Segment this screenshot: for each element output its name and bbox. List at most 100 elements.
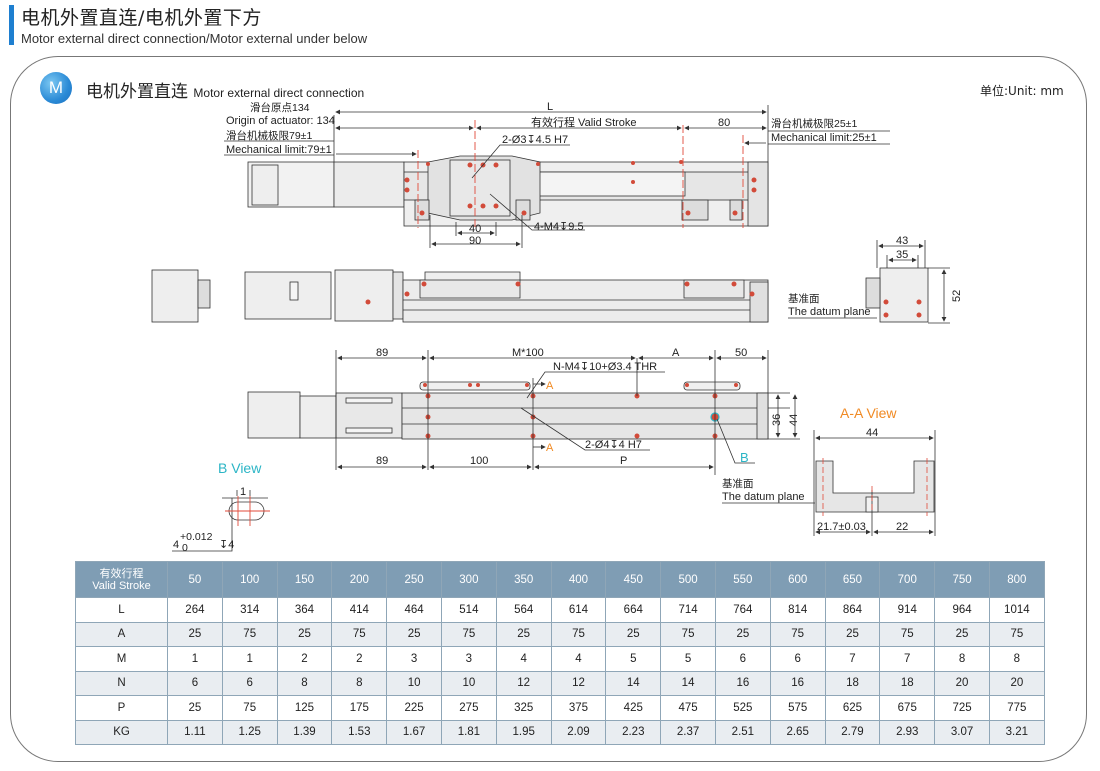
table-cell: 675 <box>879 695 936 721</box>
header-stroke: 250 <box>386 561 442 598</box>
table-cell: 225 <box>386 695 442 721</box>
table-cell: 775 <box>988 695 1045 721</box>
table-cell: 614 <box>550 597 607 623</box>
header-stroke: 750 <box>934 561 990 598</box>
valid-stroke-label: 有效行程 Valid Stroke <box>531 115 637 129</box>
table-cell: 125 <box>276 695 333 721</box>
table-cell: 2.51 <box>714 719 771 745</box>
table-cell: 864 <box>824 597 881 623</box>
b-view-title: B View <box>218 460 262 476</box>
table-cell: 25 <box>605 621 662 647</box>
aa-view-title: A-A View <box>840 405 897 421</box>
technical-drawing: 滑台原点134 Origin of actuator: 134 滑台机械极限79… <box>151 101 963 554</box>
section-a-bottom: A <box>546 442 554 454</box>
end-view-dimensions <box>788 240 950 324</box>
unit-label: 单位:Unit: mm <box>980 84 1064 98</box>
table-cell: 1 <box>221 646 278 672</box>
section-badge-icon: M <box>40 72 72 104</box>
table-cell: 25 <box>714 621 771 647</box>
header-stroke: 300 <box>440 561 497 598</box>
table-cell: 575 <box>769 695 826 721</box>
header-stroke: 50 <box>167 561 223 598</box>
header-stroke: 650 <box>824 561 881 598</box>
table-cell: 914 <box>879 597 936 623</box>
table-cell: 25 <box>386 621 442 647</box>
section-title-en: Motor external direct connection <box>193 86 365 100</box>
header-valid-stroke: 有效行程 Valid Stroke <box>75 561 168 598</box>
table-cell: 3 <box>386 646 442 672</box>
row-label: A <box>75 621 168 647</box>
table-cell: 364 <box>276 597 333 623</box>
page-title: 电机外置直连/电机外置下方 <box>21 7 262 29</box>
side-view <box>151 267 929 323</box>
table-cell: 1014 <box>988 597 1045 623</box>
table-cell: 314 <box>221 597 278 623</box>
top-view-dimensions <box>224 105 890 248</box>
table-cell: 14 <box>605 670 662 696</box>
section-a-top: A <box>546 380 554 392</box>
pin-hole-top-label: 2-Ø3↧4.5 H7 <box>502 134 568 146</box>
table-cell: 75 <box>769 621 826 647</box>
table-cell: 12 <box>495 670 552 696</box>
top-view-holes <box>404 160 757 216</box>
side-view-holes <box>365 281 922 318</box>
header-stroke: 800 <box>988 561 1045 598</box>
table-cell: 5 <box>605 646 662 672</box>
table-cell: 5 <box>660 646 716 672</box>
table-cell: 2.93 <box>879 719 936 745</box>
table-cell: 1.95 <box>495 719 552 745</box>
section-title-cn: 电机外置直连 <box>86 82 188 102</box>
bottom-view-dimensions <box>335 350 815 504</box>
table-cell: 964 <box>934 597 990 623</box>
mech-limit-right-en: Mechanical limit:25±1 <box>771 132 877 144</box>
aa-dim-44: 44 <box>866 427 878 439</box>
table-cell: 1 <box>167 646 223 672</box>
table-cell: 6 <box>714 646 771 672</box>
row-label: P <box>75 695 168 721</box>
table-cell: 2 <box>276 646 333 672</box>
b-tol-upper: +0.012 <box>180 531 213 543</box>
table-cell: 425 <box>605 695 662 721</box>
origin-label-cn: 滑台原点134 <box>250 101 310 114</box>
aa-dim-22: 22 <box>896 521 908 533</box>
table-cell: 3 <box>440 646 497 672</box>
table-cell: 1.11 <box>167 719 223 745</box>
table-cell: 1.25 <box>221 719 278 745</box>
table-cell: 175 <box>331 695 388 721</box>
table-cell: 3.07 <box>934 719 990 745</box>
table-cell: 6 <box>167 670 223 696</box>
header-stroke: 400 <box>550 561 607 598</box>
table-cell: 525 <box>714 695 771 721</box>
table-cell: 18 <box>879 670 936 696</box>
table-cell: 325 <box>495 695 552 721</box>
table-cell: 25 <box>934 621 990 647</box>
header-stroke: 500 <box>660 561 716 598</box>
table-cell: 25 <box>167 695 223 721</box>
table-cell: 14 <box>660 670 716 696</box>
table-cell: 75 <box>221 621 278 647</box>
table-cell: 8 <box>276 670 333 696</box>
mech-limit-left-cn: 滑台机械极限79±1 <box>226 129 312 142</box>
dim-35: 35 <box>896 249 908 261</box>
table-cell: 4 <box>550 646 607 672</box>
table-cell: 8 <box>934 646 990 672</box>
table-cell: 1.81 <box>440 719 497 745</box>
dim-90: 90 <box>469 235 481 247</box>
dim-A: A <box>672 347 680 359</box>
header-stroke: 450 <box>605 561 662 598</box>
n-holes-label: N-M4↧10+Ø3.4 THR <box>553 361 657 373</box>
dim-P: P <box>620 455 627 467</box>
b-view-centerlines <box>225 496 270 526</box>
dim-m100: M*100 <box>512 347 544 359</box>
table-cell: 16 <box>769 670 826 696</box>
table-cell: 75 <box>550 621 607 647</box>
table-cell: 264 <box>167 597 223 623</box>
dim-89-bottom: 89 <box>376 455 388 467</box>
table-cell: 375 <box>550 695 607 721</box>
table-cell: 25 <box>167 621 223 647</box>
dim-36: 36 <box>771 414 783 426</box>
header-valid-stroke-cn: 有效行程 <box>99 567 144 580</box>
